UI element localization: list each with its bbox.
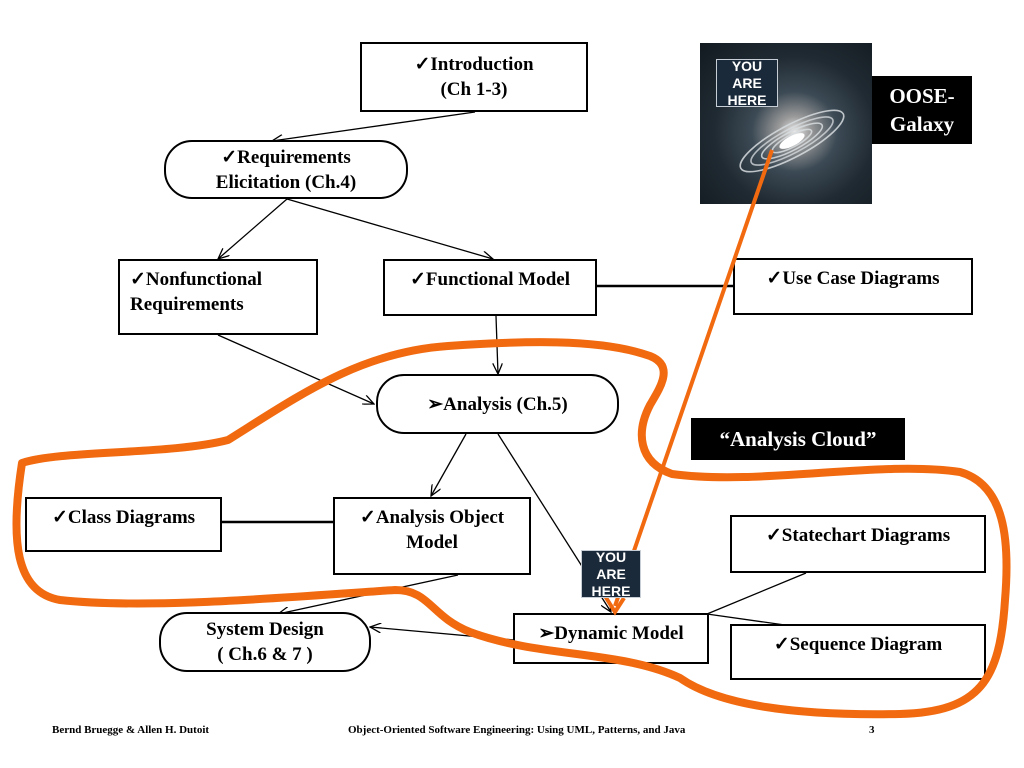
node-statechart-diagrams: ✓Statechart Diagrams — [730, 515, 986, 573]
node-use-case-diagrams: ✓Use Case Diagrams — [733, 258, 973, 315]
node-statechart-line1: ✓Statechart Diagrams — [765, 525, 951, 546]
footer-book-title: Object-Oriented Software Engineering: Us… — [348, 724, 686, 736]
node-sequence-diagram: ✓Sequence Diagram — [730, 624, 986, 680]
node-analysis-line1: ➢Analysis (Ch.5) — [427, 393, 568, 415]
node-analysis-object-model: ✓Analysis Object Model — [333, 497, 531, 575]
analysis-cloud-text: “Analysis Cloud” — [719, 427, 877, 451]
node-class-diagrams: ✓Class Diagrams — [25, 497, 222, 552]
arrow-intro-to-requirements — [272, 111, 476, 141]
oose-galaxy-line2: Galaxy — [889, 112, 955, 136]
you-are-here-badge-small: YOU ARE HERE — [581, 548, 641, 599]
node-nonfunctional-line1: ✓Nonfunctional — [130, 269, 263, 290]
node-system-design-line2: ( Ch.6 & 7 ) — [217, 644, 313, 665]
node-system-design-line1: System Design — [206, 619, 324, 640]
node-introduction: ✓Introduction (Ch 1-3) — [360, 42, 588, 112]
node-dynamic-model: ➢Dynamic Model — [513, 613, 709, 664]
node-functional-model: ✓Functional Model — [383, 259, 597, 316]
node-analysis-object-line2: Model — [406, 532, 458, 553]
arrow-object-model-to-system-design — [278, 574, 459, 614]
oose-galaxy-label: OOSE- Galaxy — [872, 76, 972, 144]
node-dynamic-line1: ➢Dynamic Model — [538, 623, 684, 644]
node-use-case-line1: ✓Use Case Diagrams — [766, 268, 940, 289]
analysis-cloud-label: “Analysis Cloud” — [691, 418, 905, 460]
node-nonfunctional-requirements: ✓Nonfunctional Requirements — [118, 259, 318, 335]
node-requirements-line1: ✓Requirements — [221, 146, 351, 168]
node-functional-line1: ✓Functional Model — [409, 269, 570, 290]
arrow-requirements-to-nonfunctional — [218, 198, 288, 259]
arrow-functional-to-analysis — [496, 315, 498, 374]
arrow-analysis-to-object-model — [431, 433, 467, 496]
node-nonfunctional-line2: Requirements — [130, 294, 244, 315]
node-requirements-line2: Elicitation (Ch.4) — [215, 171, 357, 193]
you-are-here-galaxy-line2: HERE — [727, 91, 767, 108]
you-are-here-small-line1: YOU ARE — [595, 548, 627, 582]
galaxy-image: YOU ARE HERE — [700, 43, 872, 204]
node-analysis: ➢Analysis (Ch.5) — [376, 374, 619, 434]
oose-galaxy-line1: OOSE- — [889, 84, 955, 108]
arrow-requirements-to-functional — [286, 198, 493, 259]
node-class-diagrams-line1: ✓Class Diagrams — [51, 507, 196, 528]
node-introduction-line2: (Ch 1-3) — [440, 79, 508, 100]
node-requirements-elicitation: ✓Requirements Elicitation (Ch.4) — [164, 140, 408, 199]
node-sequence-line1: ✓Sequence Diagram — [773, 634, 943, 655]
node-system-design: System Design ( Ch.6 & 7 ) — [159, 612, 371, 672]
you-are-here-small-line2: HERE — [591, 582, 631, 599]
node-analysis-object-line1: ✓Analysis Object — [359, 507, 505, 528]
arrow-nonfunctional-to-analysis — [217, 334, 374, 404]
footer-authors: Bernd Bruegge & Allen H. Dutoit — [52, 724, 210, 736]
arrow-dynamic-to-system-design — [370, 627, 515, 641]
footer-page-number: 3 — [869, 724, 875, 736]
you-are-here-galaxy-line1: YOU ARE — [731, 57, 763, 91]
you-are-here-badge-galaxy: YOU ARE HERE — [716, 57, 778, 108]
line-dynamic-to-statechart — [706, 572, 807, 615]
node-introduction-line1: ✓Introduction — [414, 54, 534, 75]
